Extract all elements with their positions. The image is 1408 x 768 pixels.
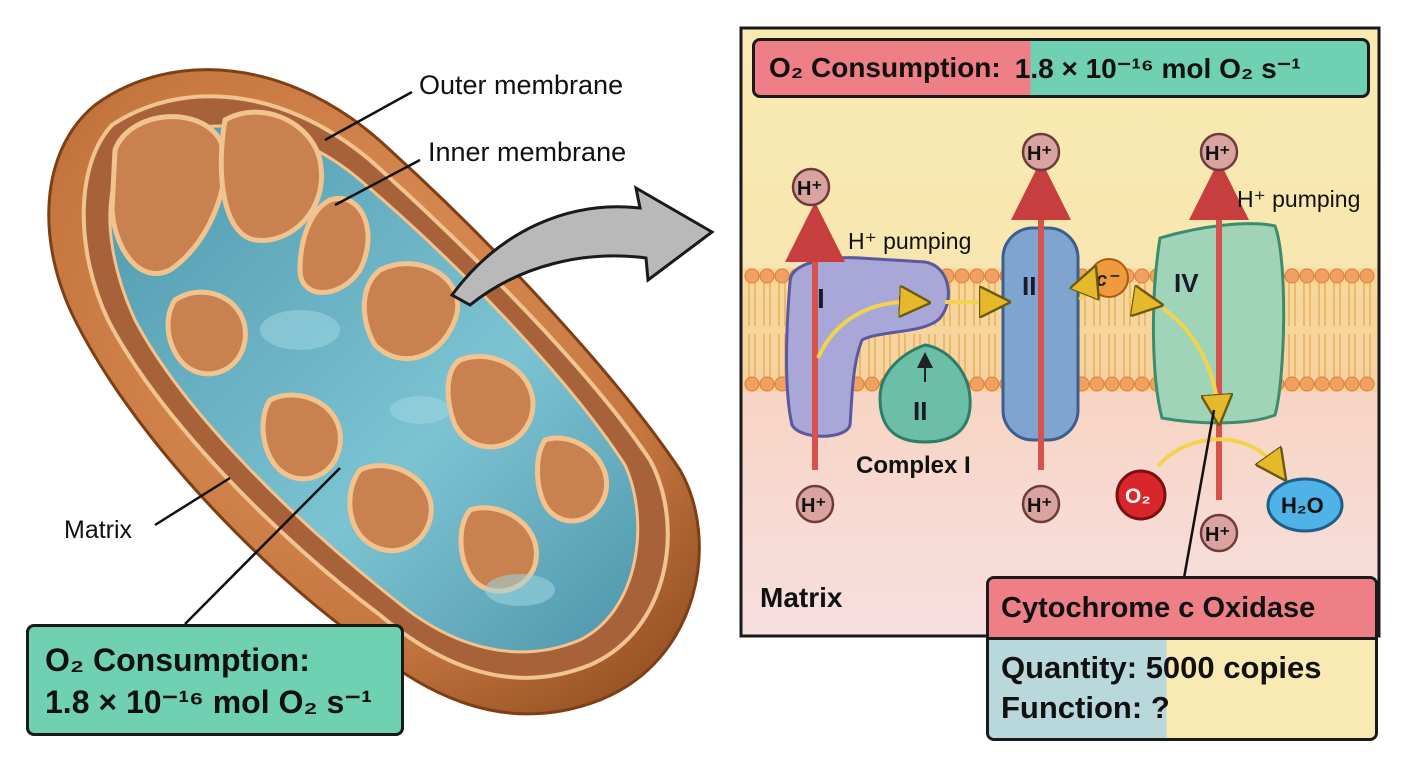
proton-ions: H⁺ H⁺ H⁺ H⁺ H⁺ H⁺ — [791, 132, 1239, 553]
cytochrome-c: c⁻ — [1089, 258, 1129, 298]
complex-II: II — [878, 343, 972, 444]
lipid-head — [969, 268, 985, 284]
cox-title: Cytochrome c Oxidase — [989, 579, 1375, 640]
lipid-head — [1359, 376, 1375, 392]
lipid-head — [954, 268, 970, 284]
complex-II-label: II — [913, 396, 927, 426]
banner-right-text: 1.8 × 10⁻¹⁶ mol O₂ s⁻¹ — [1014, 52, 1301, 84]
complex-label: Complex I — [856, 452, 971, 479]
proton-ion-5: H⁺ — [1027, 495, 1052, 517]
cox-quantity-label: Quantity: — [1001, 650, 1138, 685]
lipid-head — [1329, 376, 1345, 392]
outer-membrane-leader — [324, 90, 413, 142]
mito-leader-lines — [154, 90, 421, 625]
proton-ion-3: H⁺ — [1205, 143, 1230, 165]
lipid-head — [1284, 376, 1300, 392]
h-pumping-label-2: H⁺ pumping — [1237, 186, 1361, 212]
o2-box-line2: 1.8 × 10⁻¹⁶ mol O₂ s⁻¹ — [45, 684, 372, 720]
lipid-head — [1134, 376, 1150, 392]
lipid-head — [1314, 376, 1330, 392]
electron-flow-5 — [1160, 306, 1218, 410]
lipid-head — [1299, 376, 1315, 392]
cytochrome-c-label: c⁻ — [1096, 269, 1120, 291]
cox-function-label: Function: — [1001, 690, 1143, 725]
lipid-head — [984, 268, 1000, 284]
lipid-head — [759, 268, 775, 284]
cox-function-row: Function: ? — [1001, 688, 1363, 728]
h-pumping-label-1: H⁺ pumping — [848, 228, 972, 254]
lipid-head — [744, 268, 760, 284]
lipid-head — [1089, 376, 1105, 392]
proton-ion-2: H⁺ — [1027, 143, 1052, 165]
o2-to-h2o-arrow — [1156, 437, 1277, 468]
cytochrome-oxidase-box: Cytochrome c Oxidase Quantity: 5000 copi… — [986, 576, 1378, 741]
lipid-head — [1134, 268, 1150, 284]
electron-flow-4 — [1127, 300, 1148, 303]
lipid-head — [774, 268, 790, 284]
complex-I-label: I — [817, 283, 825, 314]
h2o-label: H₂O — [1281, 493, 1324, 518]
inner-membrane-label: Inner membrane — [428, 137, 627, 167]
lipid-head — [969, 376, 985, 392]
matrix-label-mito: Matrix — [64, 516, 133, 544]
lipid-head — [1299, 268, 1315, 284]
lipid-head — [1314, 268, 1330, 284]
electron-flow-1 — [816, 302, 915, 359]
o2-label: O₂ — [1125, 485, 1151, 508]
complex-IV-label: IV — [1174, 268, 1199, 298]
lipid-head — [759, 376, 775, 392]
lipid-head — [1359, 268, 1375, 284]
cox-function-value: ? — [1150, 690, 1170, 725]
proton-ion-4: H⁺ — [801, 495, 826, 517]
lipid-head — [744, 376, 760, 392]
lipid-head — [864, 376, 880, 392]
water-molecule: H₂O — [1266, 477, 1344, 533]
lipid-head — [1329, 268, 1345, 284]
oxygen-molecule: O₂ — [1115, 469, 1167, 521]
etc-panel: I II III c⁻ IV — [739, 26, 1381, 638]
o2-box-leader — [184, 467, 341, 625]
proton-ion-6: H⁺ — [1205, 524, 1230, 546]
matrix-leader — [154, 476, 231, 527]
inner-membrane-leader — [334, 158, 421, 207]
lipid-head — [1344, 376, 1360, 392]
lipid-head — [1119, 376, 1135, 392]
cox-body: Quantity: 5000 copies Function: ? — [989, 640, 1375, 738]
zoom-arrow — [449, 185, 715, 307]
outer-membrane-label: Outer membrane — [419, 70, 624, 100]
electron-flow-3 — [1080, 280, 1090, 301]
cox-quantity-value: 5000 copies — [1145, 650, 1322, 685]
o2-consumption-box: O₂ Consumption: 1.8 × 10⁻¹⁶ mol O₂ s⁻¹ — [26, 624, 404, 736]
lipid-head — [1104, 376, 1120, 392]
lipid-head — [984, 376, 1000, 392]
cox-quantity-row: Quantity: 5000 copies — [1001, 648, 1363, 688]
o2-box-line1: O₂ Consumption: — [45, 642, 310, 678]
lipid-head — [1284, 268, 1300, 284]
proton-ion-1: H⁺ — [797, 178, 822, 200]
banner-left-text: O₂ Consumption: — [769, 52, 1001, 83]
o2-consumption-banner: O₂ Consumption: 1.8 × 10⁻¹⁶ mol O₂ s⁻¹ — [752, 38, 1370, 98]
mitochondrion-illustration — [47, 68, 701, 716]
matrix-label-panel: Matrix — [760, 582, 843, 613]
lipid-head — [1344, 268, 1360, 284]
cox-leader — [1182, 409, 1216, 579]
